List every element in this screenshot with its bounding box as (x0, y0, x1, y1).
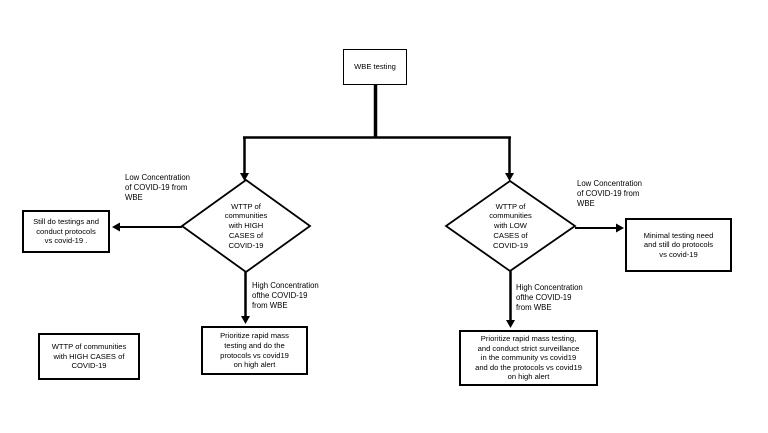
node-wbe-testing: WBE testing (343, 49, 407, 85)
arrowhead-right-low (616, 223, 624, 233)
arrowhead-right-decision (505, 173, 514, 181)
node-prioritize-rapid-mass-testing-right: Prioritize rapid mass testing, and condu… (459, 330, 598, 386)
edge-label-right-high-concentration: High Concentration ofthe COVID-19 from W… (516, 283, 583, 313)
node-minimal-testing: Minimal testing need and still do protoc… (625, 218, 732, 272)
arrowhead-left-low (112, 222, 120, 232)
left-decision-diamond (180, 178, 312, 274)
edge-label-right-low-concentration: Low Concentration of COVID-19 from WBE (577, 179, 643, 209)
arrowhead-right-high (506, 320, 515, 328)
right-decision-diamond (444, 179, 577, 273)
edge-label-left-low-concentration: Low Concentration of COVID-19 from WBE (125, 173, 191, 203)
arrowhead-left-decision (240, 173, 249, 181)
arrowhead-left-high (241, 316, 250, 324)
node-still-do-testings: Still do testings and conduct protocols … (22, 210, 110, 253)
node-prioritize-rapid-mass-testing-left: Prioritize rapid mass testing and do the… (201, 326, 308, 375)
edge-label-left-high-concentration: High Concentration ofthe COVID-19 from W… (252, 281, 319, 311)
node-wttp-high-cases-note: WTTP of communities with HIGH CASES of C… (38, 333, 140, 380)
